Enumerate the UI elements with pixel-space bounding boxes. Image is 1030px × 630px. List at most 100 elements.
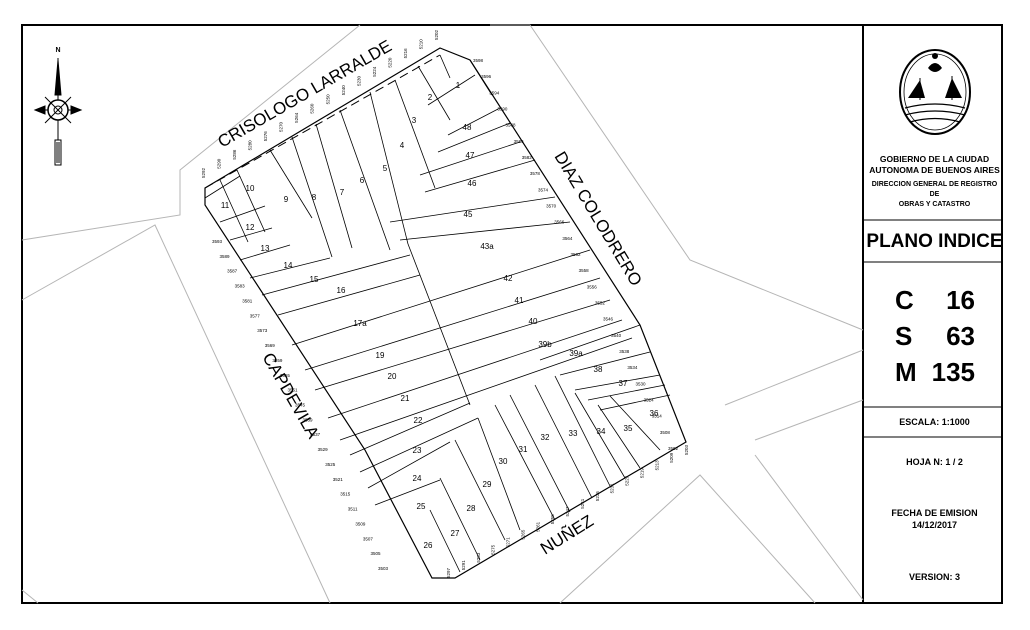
door-number-east: 3534 <box>627 365 638 370</box>
door-number-north: 5220 <box>387 57 392 68</box>
parcel-41: 41 <box>515 296 524 305</box>
parcel-24: 24 <box>413 474 422 483</box>
block-corner-ne <box>469 59 493 96</box>
door-number-south: 5209 <box>669 452 674 463</box>
door-number-south: 5283 <box>476 552 481 563</box>
parcel-47: 47 <box>466 151 475 160</box>
title-block-lines <box>863 219 1002 438</box>
door-numbers-east: 3598359635943590358835863582357835743570… <box>473 58 679 451</box>
door-number-west: 3537 <box>310 432 321 437</box>
door-number-north: 5290 <box>217 158 222 169</box>
code-c-value: 16 <box>946 285 975 315</box>
neighbour-block-w <box>21 224 331 604</box>
parcel-4: 4 <box>400 141 405 150</box>
parcel-46: 46 <box>468 179 477 188</box>
parcel-45: 45 <box>464 210 473 219</box>
door-number-west: 3503 <box>378 566 389 571</box>
door-number-west: 3577 <box>250 313 261 318</box>
department-heading: DIRECCION GENERAL DE REGISTRO DE OBRAS Y… <box>866 180 1003 210</box>
government-heading: GOBIERNO DE LA CIUDAD AUTONOMA DE BUENOS… <box>866 154 1003 176</box>
door-number-south: 5271 <box>506 537 511 548</box>
parcel-48: 48 <box>463 123 472 132</box>
door-number-south: 5203 <box>684 444 689 455</box>
parcel-14: 14 <box>284 261 293 270</box>
street-widening-line <box>204 54 441 189</box>
door-number-east: 3502 <box>668 446 679 451</box>
door-number-north: 5224 <box>372 66 377 77</box>
door-number-north: 5210 <box>419 39 424 50</box>
door-number-north: 5264 <box>294 112 299 123</box>
parcel-27: 27 <box>451 529 460 538</box>
door-number-east: 3598 <box>473 58 484 63</box>
door-number-west: 3573 <box>257 328 268 333</box>
version-label: VERSION: 3 <box>908 572 960 582</box>
issue-date: FECHA DE EMISION 14/12/2017 <box>866 507 1003 531</box>
door-number-north: 5230 <box>356 75 361 86</box>
code-row-c: C 16 <box>866 282 1003 318</box>
city-coat-of-arms <box>899 49 971 135</box>
parcel-13: 13 <box>261 244 270 253</box>
parcel-19: 19 <box>376 351 385 360</box>
door-number-east: 3596 <box>481 74 492 79</box>
parcel-lines <box>204 54 671 573</box>
neighbour-block-e <box>724 349 864 406</box>
neighbour-blocks <box>21 24 864 604</box>
sheet-number: HOJA N: 1 / 2 <box>906 457 963 467</box>
block-outline <box>204 47 687 579</box>
door-number-west: 3505 <box>371 551 382 556</box>
door-number-east: 3546 <box>603 317 614 322</box>
door-number-east: 3540 <box>611 333 622 338</box>
scale-label: ESCALA: 1:1000 <box>899 417 970 427</box>
parcel-28: 28 <box>467 504 476 513</box>
door-number-north: 5216 <box>403 48 408 59</box>
door-number-north: 5240 <box>341 85 346 96</box>
door-number-south: 5255 <box>550 514 555 525</box>
neighbour-block-ne <box>490 24 864 331</box>
door-number-west: 3515 <box>340 492 351 497</box>
code-s-label: S <box>895 321 913 351</box>
parcel-36: 36 <box>650 409 659 418</box>
dept-line-2: OBRAS Y CATASTRO <box>898 201 971 208</box>
door-number-south: 5291 <box>461 560 466 571</box>
door-number-south: 5213 <box>654 460 659 471</box>
code-c-label: C <box>895 285 914 315</box>
code-row-m: M 135 <box>866 354 1003 390</box>
door-number-east: 3570 <box>546 204 557 209</box>
door-number-west: 3555 <box>280 373 291 378</box>
parcel-42: 42 <box>504 274 513 283</box>
parcel-29: 29 <box>483 480 492 489</box>
door-number-south: 5247 <box>565 506 570 517</box>
compass-rose: N <box>33 47 83 166</box>
parcel-34: 34 <box>597 427 606 436</box>
door-number-south: 5227 <box>625 475 630 486</box>
street-name-east: DIAZ COLODRERO <box>551 148 646 289</box>
door-number-west: 3581 <box>242 299 253 304</box>
door-number-east: 3508 <box>660 430 671 435</box>
door-number-south: 5265 <box>520 529 525 540</box>
parcel-39b: 39b <box>538 340 552 349</box>
door-numbers-south: 5203520952135219522752315235524152475255… <box>446 444 689 578</box>
door-number-north: 5280 <box>248 140 253 151</box>
parcel-23: 23 <box>413 446 422 455</box>
parcel-2: 2 <box>428 93 433 102</box>
door-number-south: 5297 <box>446 567 451 578</box>
neighbour-block-se <box>559 474 816 604</box>
parcel-37: 37 <box>619 379 628 388</box>
door-number-north: 5270 <box>279 121 284 132</box>
parcel-1: 1 <box>456 81 461 90</box>
parcel-9: 9 <box>284 195 289 204</box>
parcel-22: 22 <box>414 416 423 425</box>
door-number-south: 5241 <box>580 498 585 509</box>
street-names: CRISOLOGO LARRALDE DIAZ COLODRERO NUÑEZ … <box>215 36 646 558</box>
door-number-west: 3559 <box>272 358 283 363</box>
door-number-north: 5292 <box>201 167 206 178</box>
street-name-west: CAPDEVILA <box>259 350 323 443</box>
door-number-east: 3566 <box>554 220 565 225</box>
parcel-33: 33 <box>569 429 578 438</box>
sheet-frame <box>21 24 1003 604</box>
door-numbers-west: 3593358935873583358135773573356935593555… <box>212 239 389 571</box>
parcel-32: 32 <box>541 433 550 442</box>
street-name-north: CRISOLOGO LARRALDE <box>215 36 395 151</box>
door-number-north: 5260 <box>310 103 315 114</box>
